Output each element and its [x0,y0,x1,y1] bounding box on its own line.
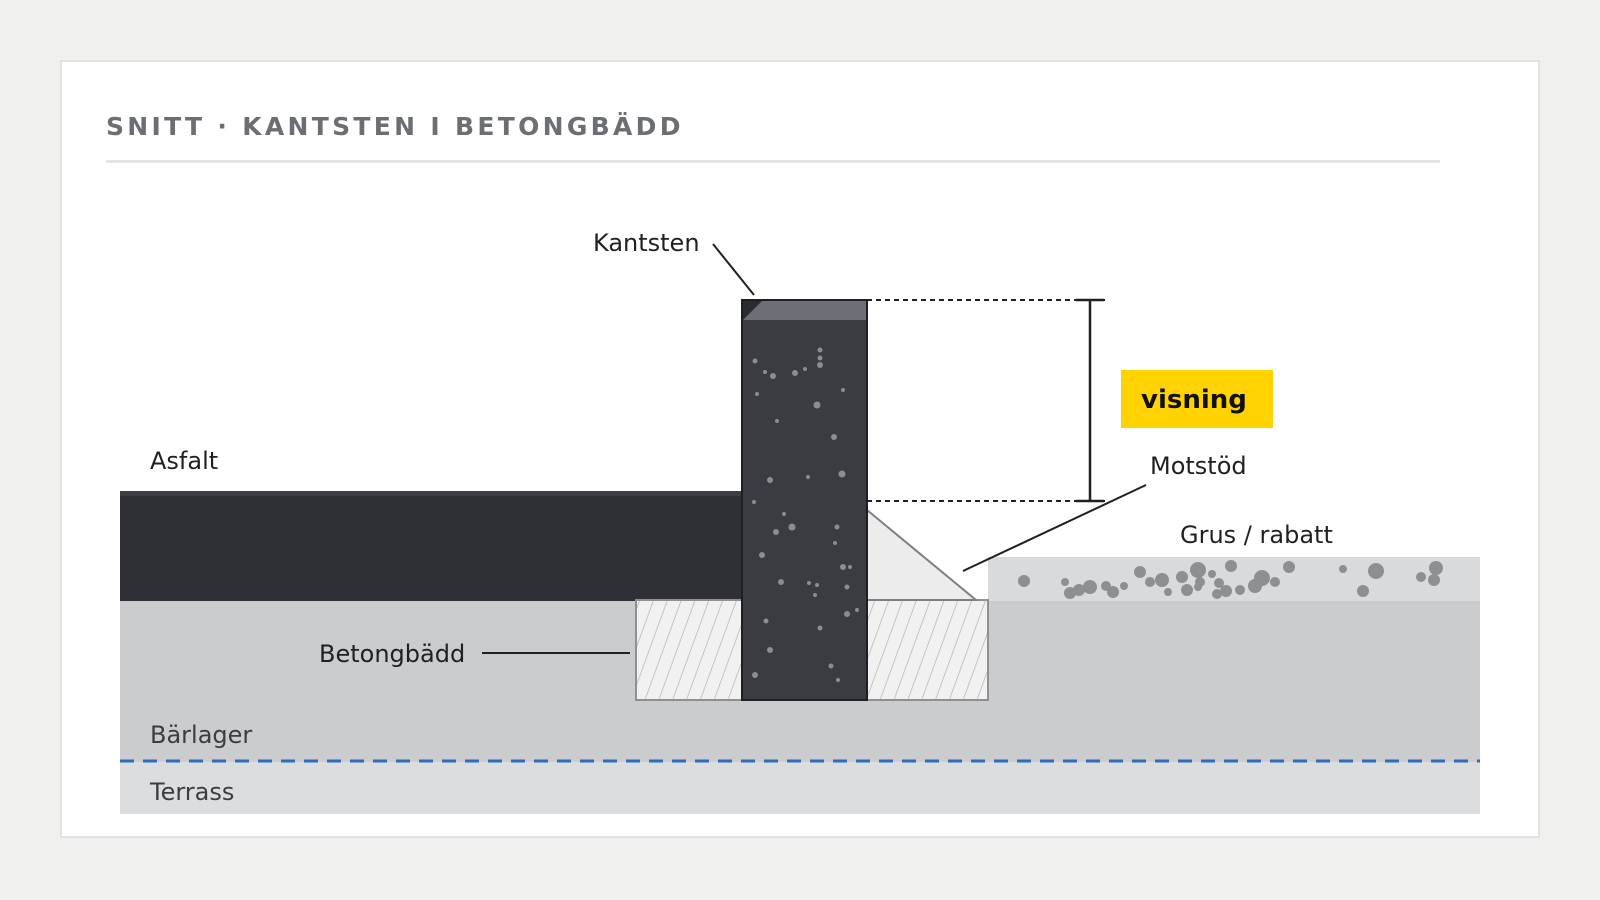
kantsten-label: Kantsten [593,229,700,257]
asphalt-layer [120,493,745,601]
motstod-leader [962,484,1147,572]
visning-label: visning [1141,385,1247,415]
kerbstone [741,299,868,701]
visning-badge [1121,370,1273,428]
kerbstone-top [743,301,866,320]
grus-label: Grus / rabatt [1180,521,1333,549]
barlager-label: Bärlager [150,721,252,749]
asphalt-top-edge [120,491,745,496]
terrass-label: Terrass [149,778,234,806]
diagram-title: SNITT · KANTSTEN I BETONGBÄDD [106,112,684,141]
subgrade-layer [120,760,1480,814]
motstod-label: Motstöd [1150,452,1247,480]
title-divider [106,160,1440,163]
counter-support [866,507,979,601]
gravel-stones [1018,560,1443,599]
betongbadd-label: Betongbädd [319,640,465,668]
kerbstone-aggregate [752,347,859,682]
kerbstone-chamfer [743,301,762,320]
asfalt-label: Asfalt [150,447,218,475]
kantsten-leader [712,243,755,296]
